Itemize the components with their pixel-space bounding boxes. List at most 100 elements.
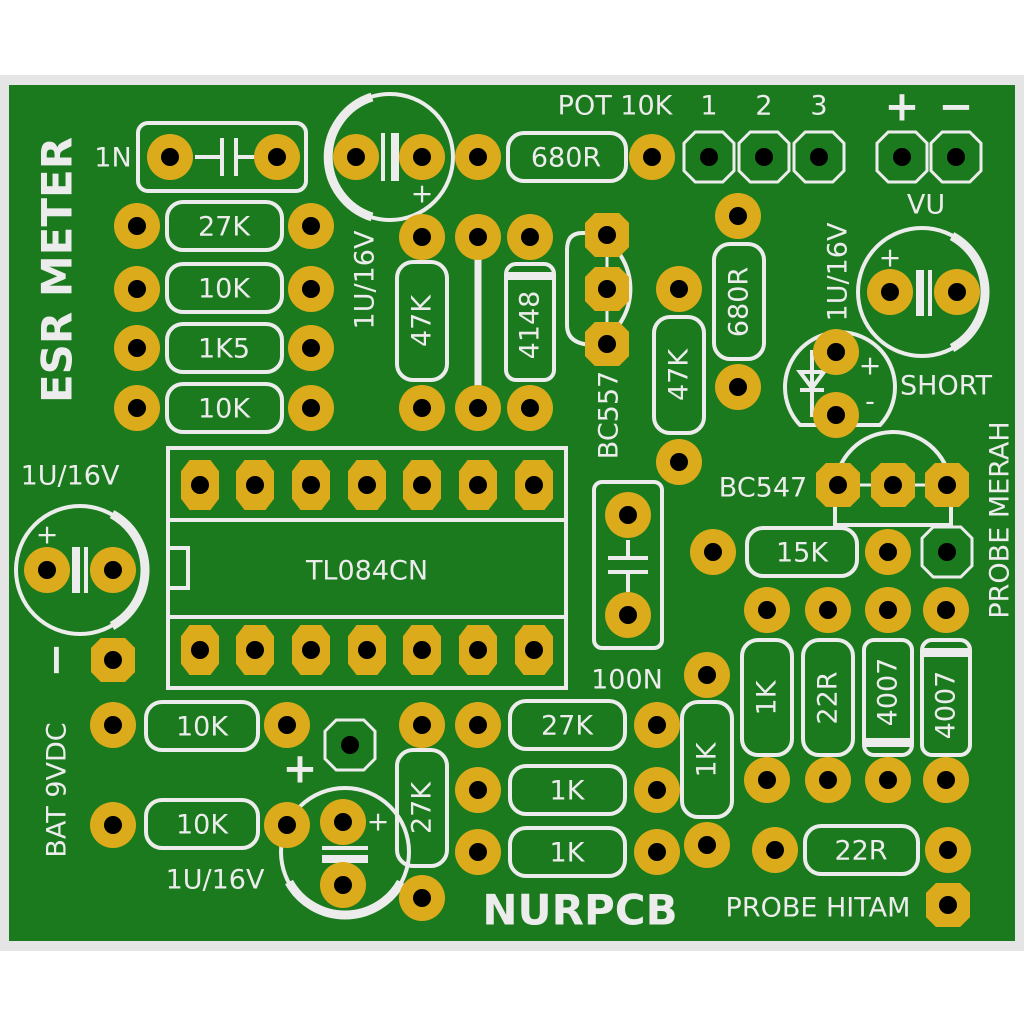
- label-r-1k-c: 1K: [752, 679, 783, 715]
- label-vu-minus: −: [938, 82, 973, 131]
- silkscreen: [14, 92, 990, 920]
- drill-hole: [358, 476, 376, 494]
- r-27k-h-body: [508, 699, 627, 751]
- drill-hole: [827, 406, 845, 424]
- r-10k-b-body: [165, 382, 284, 434]
- drill-hole: [358, 641, 376, 659]
- label-r-47k-b: 47K: [664, 348, 695, 401]
- drill-hole: [525, 641, 543, 659]
- label-r-15k: 15K: [776, 538, 829, 569]
- label-r-680r-v: 680R: [724, 267, 755, 337]
- polarity-plus: +: [859, 351, 882, 382]
- r-1k-b-body: [508, 826, 627, 878]
- cap-top-plate: [381, 133, 385, 181]
- polarity-plus: +: [367, 807, 390, 838]
- cap-vu-plate: [916, 270, 924, 316]
- drill-hole: [598, 335, 616, 353]
- drill-hole: [758, 601, 776, 619]
- drill-hole: [278, 816, 296, 834]
- drill-hole: [881, 283, 899, 301]
- r-1k5-body: [165, 322, 284, 374]
- drill-hole: [191, 476, 209, 494]
- connector-pad: [929, 130, 983, 184]
- cap-100n-outline: [592, 480, 664, 650]
- ic-notch: [166, 546, 190, 590]
- d-4007-a-band: [864, 738, 912, 747]
- r-10k-d-body: [144, 798, 260, 850]
- r-680r-h-body: [506, 131, 628, 183]
- drill-hole: [302, 339, 320, 357]
- drill-hole: [598, 226, 616, 244]
- cap-bottom-arc: [285, 879, 405, 920]
- drill-hole: [648, 843, 666, 861]
- label-cap-bottom: 1U/16V: [166, 865, 265, 896]
- drill-hole: [413, 228, 431, 246]
- label-ic: TL084CN: [305, 556, 428, 587]
- drill-hole: [879, 601, 897, 619]
- r-10k-a-body: [165, 262, 284, 314]
- connector-pad: [792, 130, 846, 184]
- label-cap-1n: 1N: [94, 143, 131, 174]
- drill-hole: [670, 280, 688, 298]
- drill-hole: [819, 601, 837, 619]
- cap-top-arc: [323, 92, 374, 222]
- r-22r-h-body: [803, 824, 920, 876]
- drill-hole: [469, 716, 487, 734]
- r-1k-c-body: [740, 638, 794, 757]
- label-q-bc557: BC557: [594, 371, 625, 459]
- drill-hole: [521, 399, 539, 417]
- label-r-10k-d: 10K: [176, 810, 229, 841]
- drill-hole: [38, 561, 56, 579]
- connector-pad: [875, 130, 929, 184]
- cap-vu-plate: [928, 270, 932, 316]
- r-47k-a-body: [395, 260, 449, 382]
- drill-hole: [766, 841, 784, 859]
- drill-hole: [469, 781, 487, 799]
- r-680r-v-body: [712, 242, 766, 361]
- drill-hole: [698, 836, 716, 854]
- r-22r-v-body: [801, 638, 855, 757]
- label-probe-hitam: PROBE HITAM: [726, 893, 911, 924]
- drill-hole: [191, 641, 209, 659]
- cap-bottom-plate: [322, 846, 368, 850]
- board-title: ESR METER: [33, 137, 82, 403]
- drill-hole: [246, 641, 264, 659]
- connector-pad: [682, 130, 736, 184]
- drill-hole: [302, 476, 320, 494]
- drill-hole: [128, 280, 146, 298]
- drill-hole: [104, 651, 122, 669]
- label-probe-merah: PROBE MERAH: [985, 421, 1016, 618]
- drill-hole: [947, 148, 965, 166]
- label-pot-2: 2: [755, 91, 772, 122]
- cap-top-plate: [391, 133, 399, 181]
- r-1k-a-body: [508, 764, 627, 816]
- r-27k-v-body: [395, 748, 449, 868]
- label-r-1k-v: 1K: [692, 741, 723, 777]
- drill-hole: [729, 378, 747, 396]
- drill-hole: [879, 543, 897, 561]
- drill-hole: [246, 476, 264, 494]
- label-bat-plus: +: [282, 744, 317, 793]
- drill-hole: [619, 606, 637, 624]
- label-vu: VU: [907, 190, 945, 221]
- r-10k-c-body: [144, 700, 260, 752]
- label-r-1k5: 1K5: [198, 334, 250, 365]
- drill-hole: [758, 771, 776, 789]
- label-r-22r-h: 22R: [834, 836, 887, 867]
- drill-hole: [302, 280, 320, 298]
- drill-hole: [598, 280, 616, 298]
- drill-hole: [413, 716, 431, 734]
- drill-hole: [341, 736, 359, 754]
- drill-hole: [698, 666, 716, 684]
- drill-hole: [939, 841, 957, 859]
- cap-bottom-plate: [322, 855, 368, 863]
- label-pot: POT 10K: [558, 91, 674, 122]
- connector-pad: [323, 718, 377, 772]
- drill-hole: [161, 148, 179, 166]
- drill-hole: [104, 561, 122, 579]
- d-4148-band: [506, 272, 554, 280]
- drill-hole: [700, 148, 718, 166]
- drill-hole: [469, 476, 487, 494]
- drill-hole: [939, 896, 957, 914]
